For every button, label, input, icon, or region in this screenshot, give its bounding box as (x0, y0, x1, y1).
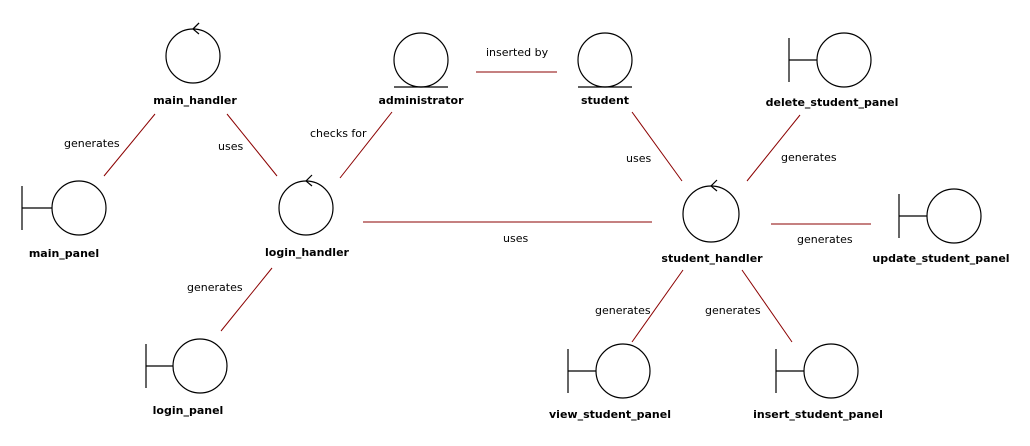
edge-student-handler-view-panel (631, 269, 684, 343)
node-insert-student-panel[interactable]: insert_student_panel (753, 343, 883, 421)
edge-label-studenth-gen-delete: generates (781, 151, 837, 164)
edge-login-handler-login-panel (220, 267, 273, 332)
entity-icon (577, 32, 633, 88)
edge-student-handler-insert-panel (741, 269, 793, 343)
edge-student-handler-delete-panel (746, 114, 801, 182)
node-label-student: student (581, 94, 629, 107)
node-login-handler[interactable]: login_handler (265, 174, 350, 259)
node-label-insert-student-panel: insert_student_panel (753, 408, 883, 421)
entity-icon (393, 32, 449, 88)
node-update-student-panel[interactable]: update_student_panel (872, 188, 1010, 265)
edge-label-login-checks-admin: checks for (310, 127, 367, 140)
node-delete-student-panel[interactable]: delete_student_panel (766, 32, 899, 109)
edge-label-main-uses-login: uses (218, 140, 243, 153)
node-student[interactable]: student (577, 32, 633, 107)
node-student-handler[interactable]: student_handler (661, 179, 763, 265)
edge-label-studenth-uses-student: uses (626, 152, 651, 165)
node-label-delete-student-panel: delete_student_panel (766, 96, 899, 109)
control-icon (278, 174, 334, 236)
node-label-login-panel: login_panel (153, 404, 224, 417)
node-label-view-student-panel: view_student_panel (549, 408, 671, 421)
boundary-icon (567, 343, 651, 399)
edge-label-login-gen-panel: generates (187, 281, 243, 294)
edge-label-admin-inserts-student: inserted by (486, 46, 549, 59)
boundary-icon (21, 180, 107, 236)
node-label-login-handler: login_handler (265, 246, 349, 259)
control-icon (682, 179, 740, 243)
node-main-handler[interactable]: main_handler (153, 22, 237, 107)
boundary-icon (145, 338, 228, 394)
node-view-student-panel[interactable]: view_student_panel (549, 343, 671, 421)
node-main-panel[interactable]: main_panel (21, 180, 107, 260)
edge-login-handler-administrator (339, 111, 393, 179)
edge-student-handler-student (631, 111, 683, 182)
edge-label-studenth-gen-insert: generates (705, 304, 761, 317)
node-label-main-handler: main_handler (153, 94, 237, 107)
node-login-panel[interactable]: login_panel (145, 338, 228, 417)
node-label-administrator: administrator (378, 94, 464, 107)
boundary-icon (775, 343, 859, 399)
boundary-icon (788, 32, 872, 88)
node-label-update-student-panel: update_student_panel (872, 252, 1009, 265)
node-label-student-handler: student_handler (661, 252, 763, 265)
boundary-icon (898, 188, 982, 244)
edge-label-studenth-gen-update: generates (797, 233, 853, 246)
edge-main-handler-login-handler (226, 113, 278, 177)
node-administrator[interactable]: administrator (378, 32, 464, 107)
edge-label-login-uses-studenth: uses (503, 232, 528, 245)
control-icon (165, 22, 221, 84)
edge-label-studenth-gen-view: generates (595, 304, 651, 317)
node-label-main-panel: main_panel (29, 247, 99, 260)
edge-label-main-gen-panel: generates (64, 137, 120, 150)
edge-main-handler-main-panel (103, 113, 156, 177)
